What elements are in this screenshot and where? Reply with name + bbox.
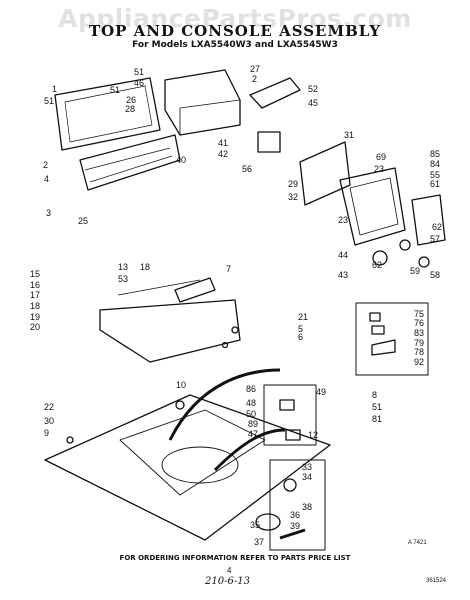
part-label-76: 76 <box>414 318 424 328</box>
part-label-44: 44 <box>338 250 348 260</box>
part-label-31: 31 <box>344 130 354 140</box>
part-label-20: 20 <box>30 322 40 332</box>
part-label-2: 2 <box>252 74 257 84</box>
part-label-32: 32 <box>288 192 298 202</box>
top-panel-shape <box>44 394 331 541</box>
part-label-84: 84 <box>430 159 440 169</box>
part-label-83: 83 <box>414 328 424 338</box>
part-label-46: 46 <box>134 78 144 88</box>
part-label-41: 41 <box>218 138 228 148</box>
ordering-info-note: FOR ORDERING INFORMATION REFER TO PARTS … <box>119 554 351 562</box>
part-label-48: 48 <box>246 398 256 408</box>
part-label-27: 27 <box>250 64 260 74</box>
part-label-5: 5 <box>298 324 303 334</box>
part-label-26: 26 <box>126 95 136 105</box>
part-label-1: 1 <box>52 84 57 94</box>
part-label-51: 51 <box>134 67 144 77</box>
part-label-12: 12 <box>308 430 318 440</box>
control-panel-shape <box>54 77 161 151</box>
part-label-78: 78 <box>414 347 424 357</box>
console-front-shape <box>79 134 181 191</box>
lid-switch-shape <box>174 277 216 303</box>
part-label-89: 89 <box>248 419 258 429</box>
part-label-53: 53 <box>118 274 128 284</box>
part-label-3: 3 <box>46 208 51 218</box>
part-label-50: 50 <box>246 409 256 419</box>
part-label-62: 62 <box>432 222 442 232</box>
part-label-55: 55 <box>430 170 440 180</box>
part-label-23: 23 <box>374 164 384 174</box>
part-label-61: 61 <box>430 179 440 189</box>
door-frame-shape <box>339 167 406 246</box>
part-label-25: 25 <box>78 216 88 226</box>
part-label-28: 28 <box>125 104 135 114</box>
inset-box-bottom <box>269 459 326 551</box>
part-label-37: 37 <box>254 537 264 547</box>
part-label-42: 42 <box>218 149 228 159</box>
part-label-57: 57 <box>430 234 440 244</box>
part-label-39: 39 <box>290 521 300 531</box>
part-label-36: 36 <box>290 510 300 520</box>
inset-box-right <box>355 302 429 376</box>
illustration-code: A 7421 <box>408 540 427 546</box>
part-label-10: 10 <box>176 380 186 390</box>
part-label-51: 51 <box>372 402 382 412</box>
part-label-18: 18 <box>140 262 150 272</box>
part-label-13: 13 <box>118 262 128 272</box>
part-label-85: 85 <box>430 149 440 159</box>
switch-bracket-shape <box>299 141 351 206</box>
part-label-9: 9 <box>44 428 49 438</box>
part-label-6: 6 <box>298 332 303 342</box>
part-label-21: 21 <box>298 312 308 322</box>
handwritten-code: 210-6-13 <box>205 576 250 587</box>
part-label-7: 7 <box>226 264 231 274</box>
watermark-text: AppliancePartsPros.com <box>58 4 412 33</box>
part-label-75: 75 <box>414 309 424 319</box>
part-label-81: 81 <box>372 414 382 424</box>
model-subtitle: For Models LXA5540W3 and LXA5545W3 <box>132 40 338 50</box>
timer-shape <box>257 131 281 153</box>
part-label-23: 23 <box>338 215 348 225</box>
console-body-shape <box>164 69 241 136</box>
part-label-69: 69 <box>376 152 386 162</box>
part-label-47: 47 <box>248 429 258 439</box>
part-label-45: 45 <box>308 98 318 108</box>
part-label-86: 86 <box>246 384 256 394</box>
part-label-52: 52 <box>308 84 318 94</box>
part-label-16: 16 <box>30 280 40 290</box>
part-label-4: 4 <box>44 174 49 184</box>
part-label-40: 40 <box>176 155 186 165</box>
part-label-56: 56 <box>242 164 252 174</box>
part-label-62: 62 <box>372 260 382 270</box>
page-number: 4 <box>227 566 232 575</box>
part-label-29: 29 <box>288 179 298 189</box>
part-label-8: 8 <box>372 390 377 400</box>
part-label-51: 51 <box>110 85 120 95</box>
rear-panel-shape <box>249 77 301 109</box>
console-base-shape <box>99 299 241 363</box>
part-label-92: 92 <box>414 357 424 367</box>
part-label-34: 34 <box>302 472 312 482</box>
part-label-38: 38 <box>302 502 312 512</box>
part-label-49: 49 <box>316 387 326 397</box>
part-label-58: 58 <box>430 270 440 280</box>
part-label-15: 15 <box>30 269 40 279</box>
part-label-43: 43 <box>338 270 348 280</box>
part-label-35: 35 <box>250 520 260 530</box>
part-label-30: 30 <box>44 416 54 426</box>
document-code: 361524 <box>426 578 447 584</box>
part-label-59: 59 <box>410 266 420 276</box>
page-title: TOP AND CONSOLE ASSEMBLY <box>88 22 382 40</box>
part-label-2: 2 <box>43 160 48 170</box>
part-label-51: 51 <box>44 96 54 106</box>
part-label-22: 22 <box>44 402 54 412</box>
part-label-79: 79 <box>414 338 424 348</box>
door-shape <box>411 194 446 246</box>
part-label-19: 19 <box>30 312 40 322</box>
part-label-18: 18 <box>30 301 40 311</box>
inset-box-middle <box>263 384 317 446</box>
part-label-17: 17 <box>30 290 40 300</box>
part-label-33: 33 <box>302 462 312 472</box>
